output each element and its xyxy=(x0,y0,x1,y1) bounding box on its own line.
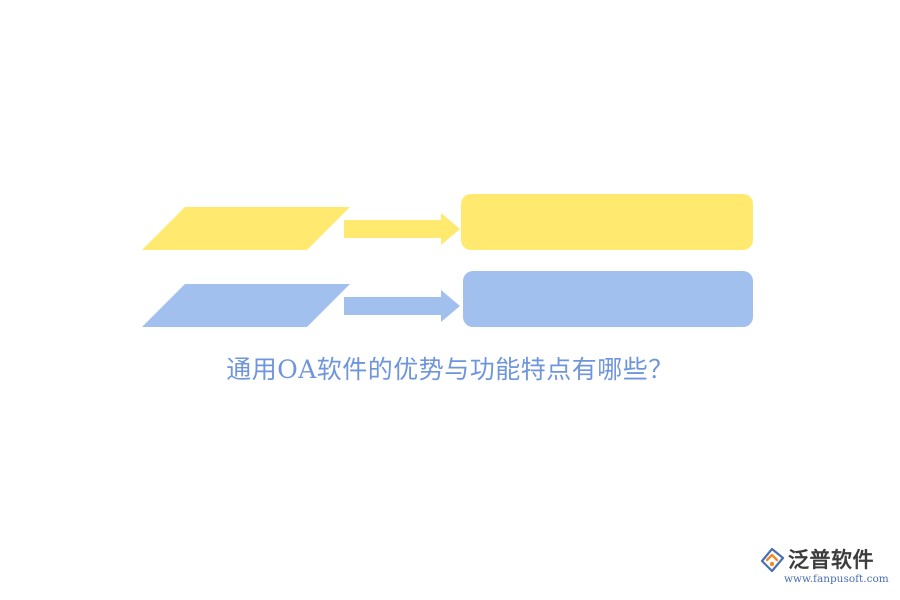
brand-logo: 泛普软件 www.fanpusoft.com xyxy=(758,544,889,592)
blue-parallelogram xyxy=(142,284,350,327)
blue-arrow xyxy=(344,290,460,322)
logo-name: 泛普软件 xyxy=(788,548,874,572)
yellow-parallelogram xyxy=(142,207,350,250)
yellow-arrow xyxy=(344,213,460,245)
yellow-box xyxy=(461,194,753,250)
blue-box xyxy=(463,271,753,327)
logo-url: www.fanpusoft.com xyxy=(784,573,889,585)
fanpu-logo-icon xyxy=(760,547,785,573)
diagram-title: 通用OA软件的优势与功能特点有哪些？ xyxy=(226,355,674,384)
